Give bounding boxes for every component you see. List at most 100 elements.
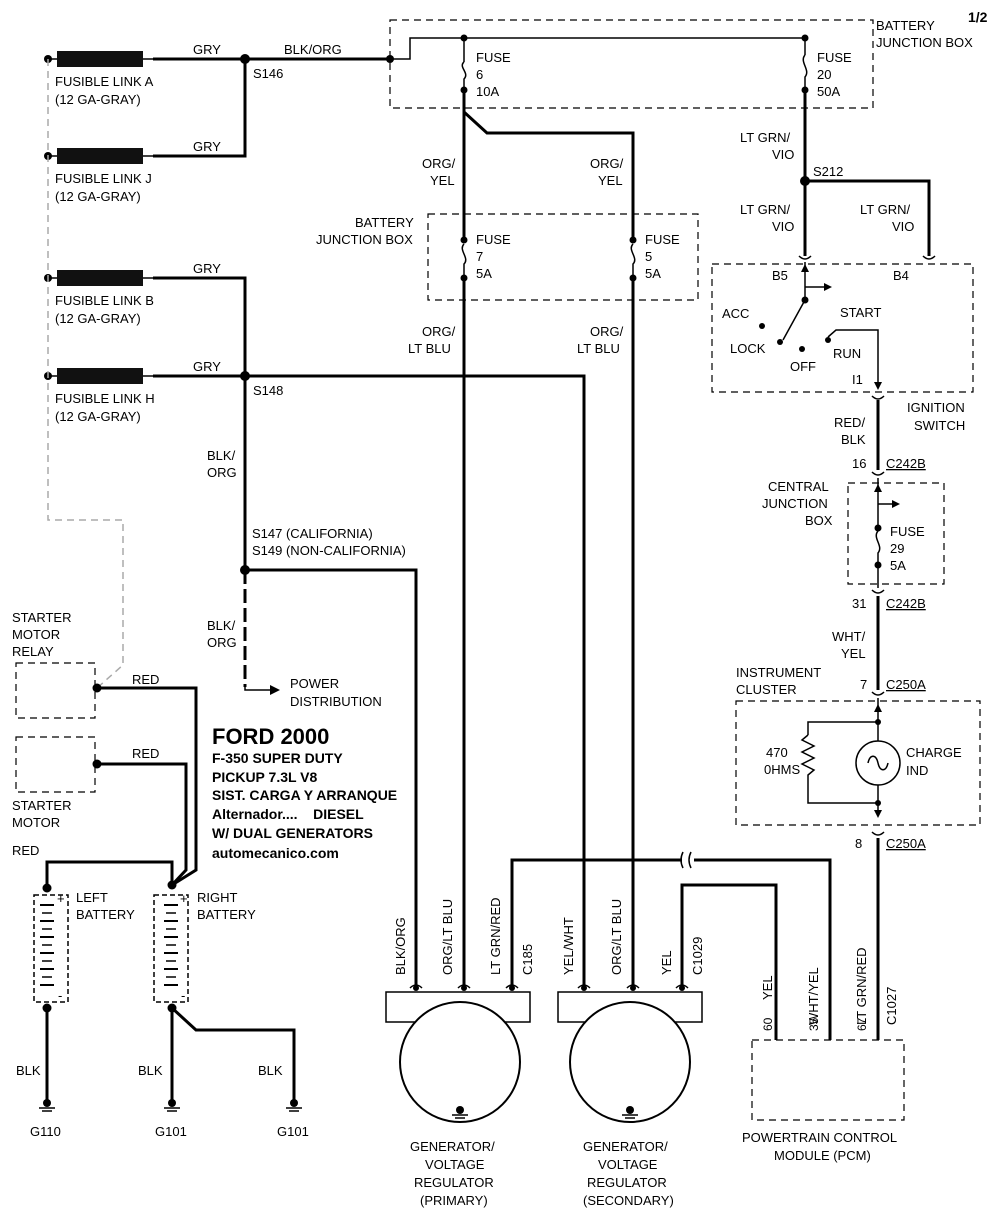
label-org-ltblu-left-a: ORG/ — [422, 324, 456, 339]
ign-pin-b5: B5 — [772, 268, 788, 283]
resistor-470-ohms — [800, 734, 878, 804]
lamp-label-a: CHARGE — [906, 745, 962, 760]
gen-primary-l4: (PRIMARY) — [420, 1193, 488, 1208]
wire-ltgrn-red-crossover — [694, 858, 832, 1040]
battery-junction-box-top — [389, 19, 874, 109]
ignition-switch-name-b: SWITCH — [914, 418, 965, 433]
ign-pin-b4: B4 — [893, 268, 909, 283]
cjb-name-a: CENTRAL — [768, 479, 829, 494]
label-ltgrn-vio-b: VIO — [772, 147, 794, 162]
right-battery-label-b: BATTERY — [197, 907, 256, 922]
fusible-link-h-gauge: (12 GA-GRAY) — [55, 409, 141, 424]
label-yel-secondary: YEL — [659, 950, 674, 975]
pcm-pin-35: 35 — [807, 1017, 821, 1031]
fuse-7-number: 7 — [476, 249, 483, 264]
label-org-ltblu-left-b: LT BLU — [408, 341, 451, 356]
label-gry-b: GRY — [193, 261, 221, 276]
label-ltgrn-vio-f: VIO — [892, 219, 914, 234]
right-battery-minus: - — [181, 988, 185, 1003]
label-org-yel-right-a: ORG/ — [590, 156, 624, 171]
label-ltgrn-vio-e: LT GRN/ — [860, 202, 910, 217]
starter-relay-b: MOTOR — [12, 627, 60, 642]
wire-ltgrn-red-primary — [510, 858, 682, 985]
label-org-ltblu-right-b: LT BLU — [577, 341, 620, 356]
label-red-blk-b: BLK — [841, 432, 866, 447]
pcm-pin-60: 60 — [761, 1017, 775, 1031]
label-org-yel-left-b: YEL — [430, 173, 455, 188]
wire-red-motor — [97, 762, 188, 887]
fuse-5-rating: 5A — [645, 266, 661, 281]
fusible-link-b-name: FUSIBLE LINK B — [55, 293, 154, 308]
generator-secondary — [557, 984, 703, 1123]
right-battery — [153, 880, 189, 1013]
fusible-link-j-gauge: (12 GA-GRAY) — [55, 189, 141, 204]
power-distribution-label-b: DISTRIBUTION — [290, 694, 382, 709]
label-org-yel-left-a: ORG/ — [422, 156, 456, 171]
gen-primary-l2: VOLTAGE — [425, 1157, 485, 1172]
label-org-yel-right-b: YEL — [598, 173, 623, 188]
starter-motor-b: MOTOR — [12, 815, 60, 830]
fuse-29-number: 29 — [890, 541, 904, 556]
ground-g101b-label: G101 — [277, 1124, 309, 1139]
bjb-top-name-b: JUNCTION BOX — [876, 35, 973, 50]
title-component: Alternador.... DIESEL — [212, 806, 364, 822]
starter-motor-relay — [15, 662, 96, 719]
label-blk-org-mid-b: ORG — [207, 465, 237, 480]
fusible-link-j: FUSIBLE LINK J (12 GA-GRAY) — [44, 148, 153, 204]
ign-lock: LOCK — [730, 341, 766, 356]
pcm-box — [751, 1039, 905, 1121]
resistor-unit: 0HMS — [764, 762, 800, 777]
gen-secondary-l3: REGULATOR — [587, 1175, 667, 1190]
instrument-cluster-box — [735, 700, 981, 826]
cjb-pin-16: 16 — [852, 456, 866, 471]
wire-ltgrn-vio-b4 — [805, 179, 931, 256]
fuse-20-number: 20 — [817, 67, 831, 82]
label-wht-yel-a: WHT/ — [832, 629, 866, 644]
label-ltgrn-vio-d: VIO — [772, 219, 794, 234]
starter-motor — [15, 736, 96, 793]
cluster-pin-7: 7 — [860, 677, 867, 692]
fusible-link-j-name: FUSIBLE LINK J — [55, 171, 152, 186]
splice-s212: S212 — [813, 164, 843, 179]
fuse-7-symbol — [461, 243, 467, 278]
fusible-link-b-gauge: (12 GA-GRAY) — [55, 311, 141, 326]
fuse-29-label: FUSE — [890, 524, 925, 539]
label-ltgrn-red-pcm: LT GRN/RED — [854, 947, 869, 1025]
cluster-conn-top: C250A — [886, 677, 926, 692]
fuse-20-label: FUSE — [817, 50, 852, 65]
fuse-6-label: FUSE — [476, 50, 511, 65]
right-battery-label-a: RIGHT — [197, 890, 238, 905]
title-model: F-350 SUPER DUTY — [212, 750, 343, 766]
central-junction-box — [847, 482, 945, 585]
label-blk-g101a: BLK — [138, 1063, 163, 1078]
left-battery-label-a: LEFT — [76, 890, 108, 905]
label-org-ltblu-primary: ORG/LT BLU — [440, 899, 455, 975]
label-ltgrn-red-primary: LT GRN/RED — [488, 897, 503, 975]
cjb-pin-31: 31 — [852, 596, 866, 611]
splice-s149: S149 (NON-CALIFORNIA) — [252, 543, 406, 558]
ground-g110 — [39, 1099, 55, 1112]
title-website: automecanico.com — [212, 845, 339, 861]
label-blk-org-low-a: BLK/ — [207, 618, 236, 633]
label-blk-g110: BLK — [16, 1063, 41, 1078]
left-battery-label-b: BATTERY — [76, 907, 135, 922]
lamp-label-b: IND — [906, 763, 928, 778]
cjb-name-b: JUNCTION — [762, 496, 828, 511]
fusible-link-h-name: FUSIBLE LINK H — [55, 391, 155, 406]
label-yel-wht-secondary: YEL/WHT — [561, 917, 576, 975]
label-org-ltblu-right-a: ORG/ — [590, 324, 624, 339]
splice-s147: S147 (CALIFORNIA) — [252, 526, 373, 541]
fusible-link-a: FUSIBLE LINK A (12 GA-GRAY) — [44, 51, 154, 107]
bjb-top-name-a: BATTERY — [876, 18, 935, 33]
bjb-mid-name-a: BATTERY — [355, 215, 414, 230]
fuse-7-rating: 5A — [476, 266, 492, 281]
fusible-link-a-name: FUSIBLE LINK A — [55, 74, 154, 89]
label-blk-g101b: BLK — [258, 1063, 283, 1078]
fuse-6-rating: 10A — [476, 84, 499, 99]
label-blk-org-top: BLK/ORG — [284, 42, 342, 57]
fuse-5-symbol — [630, 243, 636, 278]
cluster-conn-bottom: C250A — [886, 836, 926, 851]
label-blk-org-low-b: ORG — [207, 635, 237, 650]
ign-acc: ACC — [722, 306, 749, 321]
